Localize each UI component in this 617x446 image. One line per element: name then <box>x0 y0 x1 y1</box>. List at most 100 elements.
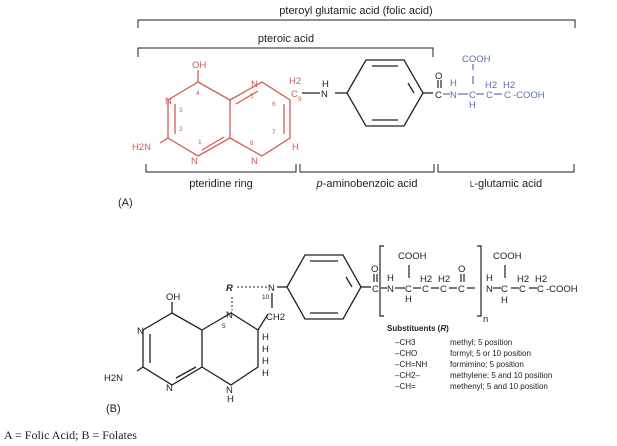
substituents-heading-r: R <box>440 324 446 333</box>
substituents-heading-pre: Substituents ( <box>387 324 441 333</box>
atom-n10-b: N <box>268 283 275 294</box>
atom-cooh-end-a: -COOH <box>513 90 545 101</box>
sub-desc-2: formyl; 5 or 10 position <box>450 349 531 358</box>
sub-formula-1: –CH3 <box>395 338 416 347</box>
atom-c-alpha2-b: C <box>501 284 508 295</box>
atom-h2n-b: H2N <box>104 373 123 384</box>
atom-c-alpha-a: C <box>469 90 476 101</box>
substituents-heading: Substituents (R) <box>387 324 449 333</box>
atom-cooh1-b: COOH <box>398 251 427 262</box>
atom-h2b-a: H2 <box>503 80 515 91</box>
pos-4-a: 4 <box>196 90 200 97</box>
atom-cb-a: C <box>504 90 511 101</box>
glutamic-label-rest: -glutamic acid <box>474 178 542 190</box>
pos-9-a: 9 <box>298 96 302 103</box>
pteridine-ring-label: pteridine ring <box>189 178 253 190</box>
atom-n10-a: N <box>321 89 328 100</box>
atom-cb-b: C <box>440 284 447 295</box>
atom-n3-b: N <box>137 326 144 337</box>
atom-h2b-b: H2 <box>438 274 450 285</box>
pos-10-b: 10 <box>262 294 270 301</box>
atom-o2-b: O <box>458 264 465 275</box>
pos-2-a: 2 <box>179 126 183 133</box>
pteridine-atoms-a: OH N N N N H2N H 4 3 2 1 5 6 7 8 H2 C 9 <box>132 60 302 167</box>
atom-h-amide1-b: H <box>387 273 394 284</box>
pos-3-a: 3 <box>179 107 183 114</box>
pteroic-acid-label: pteroic acid <box>258 33 314 45</box>
atom-c9h2-a: H2 <box>289 76 301 87</box>
atom-cc-b: C <box>519 284 526 295</box>
paba-label-rest: -aminobenzoic acid <box>323 178 418 190</box>
atom-h2a-a: H2 <box>485 80 497 91</box>
atom-h2n-a: H2N <box>132 142 151 153</box>
atom-h7-a: H <box>292 142 299 153</box>
atom-c2-b: C <box>458 284 465 295</box>
atom-c9-a: C <box>291 89 298 100</box>
atom-cooh2-b: COOH <box>493 251 522 262</box>
glutamic-label: L-glutamic acid <box>470 178 542 190</box>
substituents-heading-post: ) <box>446 324 449 333</box>
atom-c-amide-a: C <box>435 90 442 101</box>
folic-acid-bracket <box>137 19 576 28</box>
pteroic-acid-bracket <box>137 47 434 57</box>
sub-formula-3: –CH=NH <box>395 360 427 369</box>
repeat-n-b: n <box>483 314 488 325</box>
pos-5-b: 5 <box>222 323 226 330</box>
atom-n-amide1-b: N <box>387 284 394 295</box>
atom-h-7b-b: H <box>262 368 269 379</box>
lower-brackets-a <box>145 164 575 173</box>
atom-n-amide-a: N <box>450 90 457 101</box>
sub-formula-4: –CH2– <box>395 371 420 380</box>
folic-acid-label: pteroyl glutamic acid (folic acid) <box>279 5 432 17</box>
atom-n-amide2-b: N <box>486 284 493 295</box>
atom-cooh-end-b: -COOH <box>546 284 578 295</box>
amide-b1 <box>373 265 439 289</box>
atom-cooh-top-a: COOH <box>462 54 491 65</box>
sub-desc-3: formimino; 5 position <box>450 360 524 369</box>
atom-h10-a: H <box>322 79 329 90</box>
atom-o-a: O <box>435 71 442 82</box>
glutamate-atoms-a: N H C H COOH H2 C H2 C -COOH <box>450 54 545 111</box>
pos-8-a: 8 <box>250 140 254 147</box>
atom-h-6b-b: H <box>262 344 269 355</box>
glutamate-a <box>443 76 484 95</box>
substituents-list: –CH3 methyl; 5 position –CHO formyl; 5 o… <box>395 338 552 391</box>
atom-h-alpha1-b: H <box>405 294 412 305</box>
atom-ch2-b: CH2 <box>266 312 285 323</box>
panel-label-b: (B) <box>106 403 121 415</box>
sub-formula-2: –CHO <box>395 349 417 358</box>
amide-a <box>437 80 442 88</box>
pteridine-ring-a <box>159 70 291 157</box>
atom-h2d-b: H2 <box>535 274 547 285</box>
glutamic-label-l: L <box>470 180 475 189</box>
atom-n1-b: N <box>166 383 173 394</box>
atom-ca-b: C <box>422 284 429 295</box>
atom-oh-b: OH <box>166 292 180 303</box>
atom-ca-a: C <box>486 90 493 101</box>
atom-h8-b: H <box>227 394 234 405</box>
atom-n3-a: N <box>165 96 172 107</box>
sub-desc-5: methenyl; 5 and 10 position <box>450 382 548 391</box>
atom-o1-b: O <box>371 264 378 275</box>
atom-h-amide2-b: H <box>486 273 493 284</box>
pos-5-a: 5 <box>250 93 254 100</box>
atom-n5-b: N <box>226 310 233 321</box>
paba-b <box>286 254 371 320</box>
atom-oh-a: OH <box>192 60 206 71</box>
atom-h-alpha-a: H <box>469 100 476 111</box>
atom-n1-a: N <box>191 156 198 167</box>
repeat-brackets-b <box>379 245 482 317</box>
atom-h2a-b: H2 <box>420 274 432 285</box>
atom-n5-a: N <box>251 79 258 90</box>
atom-h-7-b: H <box>262 356 269 367</box>
atom-c-alpha1-b: C <box>405 284 412 295</box>
sub-desc-1: methyl; 5 position <box>450 338 512 347</box>
atom-h-amide-a: H <box>450 78 457 89</box>
figure-caption: A = Folic Acid; B = Folates <box>4 428 137 442</box>
glutamate-bonds-a2 <box>472 64 502 95</box>
pos-7-a: 7 <box>272 129 276 136</box>
atom-cd-b: C <box>537 284 544 295</box>
atom-c1-b: C <box>372 284 379 295</box>
glutamate-b2 <box>467 265 537 289</box>
